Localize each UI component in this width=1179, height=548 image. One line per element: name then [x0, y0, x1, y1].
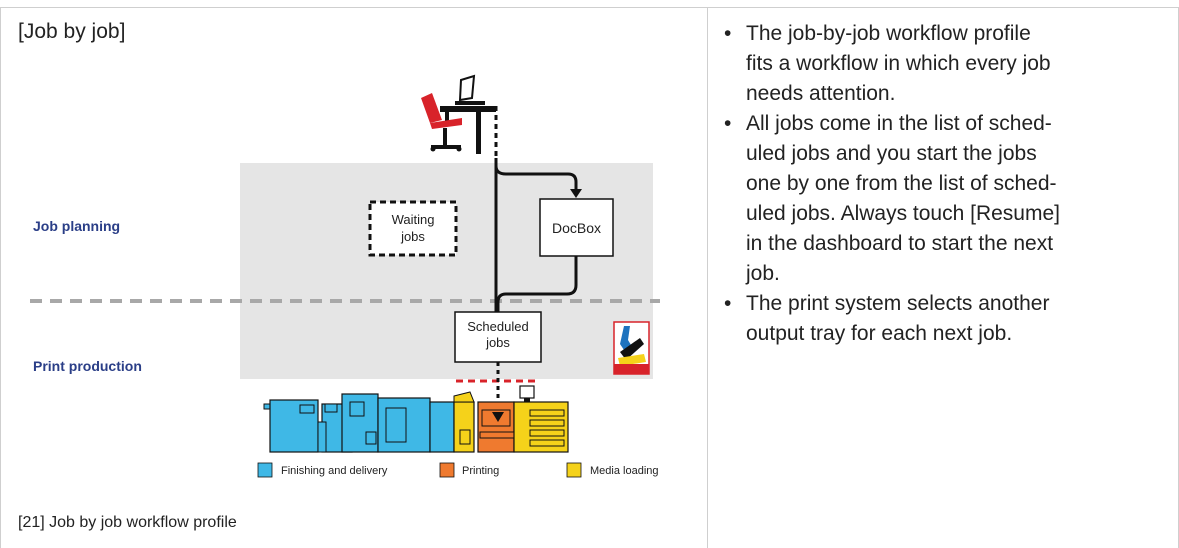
waiting-jobs-label-line2: jobs [400, 229, 425, 244]
waiting-jobs-box [368, 200, 458, 257]
bullet-line: one by one from the list of sched- [746, 172, 1057, 195]
bullet-line: output tray for each next job. [746, 322, 1013, 345]
legend-label-printing: Printing [462, 465, 499, 477]
docbox-arrowhead [570, 189, 582, 198]
docbox-box [539, 198, 614, 257]
scheduled-jobs-label-line1: Scheduled [467, 319, 528, 334]
bullet-line: uled jobs. Always touch [Resume] [746, 202, 1060, 225]
legend-swatch-finishing [257, 462, 273, 478]
bullet-line: needs attention. [746, 82, 896, 105]
bullet-line: job. [746, 262, 780, 285]
bullet-line: The print system selects another [746, 292, 1050, 315]
bullet-item: • The print system selects another outpu… [724, 292, 1050, 345]
bullet-line: The job-by-job workflow profile [746, 22, 1031, 45]
zone-label-print-production: Print production [33, 358, 142, 374]
bullet-line: All jobs come in the list of sched- [746, 112, 1052, 135]
docbox-branch-line [494, 165, 578, 190]
workflow-diagram: Job planning Print production [30, 74, 660, 478]
zone-label-job-planning: Job planning [33, 218, 120, 234]
legend-label-finishing: Finishing and delivery [281, 465, 388, 477]
legend-label-media: Media loading [590, 465, 659, 477]
legend: Finishing and delivery Printing Media lo… [257, 462, 659, 478]
docbox-label: DocBox [552, 220, 601, 236]
prismasync-logo-icon [613, 321, 650, 375]
zone-background [240, 163, 653, 379]
figure-title: [Job by job] [18, 20, 126, 43]
waiting-jobs-label-line1: Waiting [392, 212, 435, 227]
legend-swatch-media [566, 462, 582, 478]
print-arrowhead [492, 412, 504, 422]
docbox-return-line [496, 255, 578, 312]
scheduled-jobs-label-line2: jobs [485, 335, 510, 350]
bullet-line: in the dashboard to start the next [746, 232, 1054, 255]
column-divider [707, 7, 708, 548]
left-rule [0, 7, 1, 548]
description-list: • The job-by-job workflow profile fits a… [722, 19, 1162, 349]
scheduled-jobs-box [454, 311, 542, 363]
bullet-line: uled jobs and you start the jobs [746, 142, 1037, 165]
bullet-line: fits a workflow in which every job [746, 52, 1051, 75]
figure-caption: [21] Job by job workflow profile [18, 514, 237, 531]
operator-workstation-icon [421, 74, 496, 154]
bullet-item: • The job-by-job workflow profile fits a… [724, 22, 1051, 105]
print-system-icon [263, 385, 569, 453]
legend-swatch-printing [439, 462, 455, 478]
bullet-item: • All jobs come in the list of sched- ul… [724, 112, 1060, 285]
top-rule [0, 7, 1179, 8]
